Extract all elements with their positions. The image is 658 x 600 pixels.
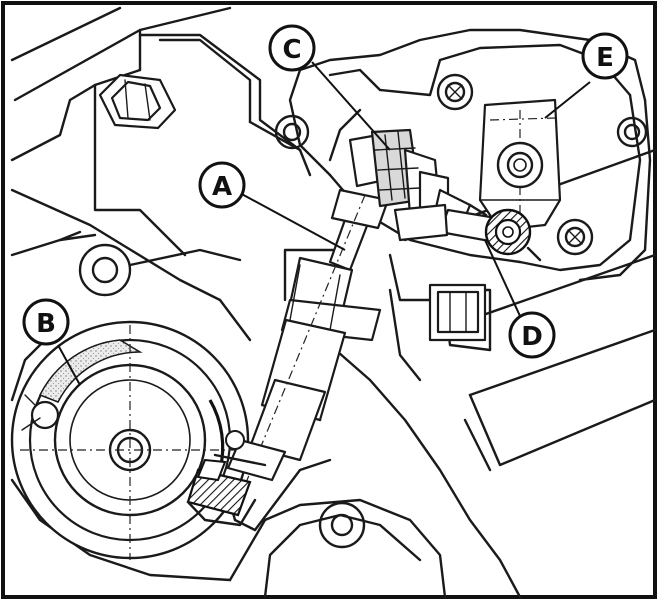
cam-wheel: [10, 320, 250, 560]
center-right-bolt: [428, 283, 487, 342]
linkage-rod: [186, 188, 390, 527]
callout-c-label: C: [282, 35, 301, 65]
leader-lines: [57, 61, 591, 386]
callout-d: D: [508, 311, 556, 359]
callout-d-label: D: [521, 322, 543, 352]
callout-a: A: [198, 161, 246, 209]
cover-holes: [274, 73, 648, 549]
callout-b: B: [22, 298, 70, 346]
lever-arm: [468, 98, 562, 262]
callout-a-label: A: [212, 172, 232, 202]
callout-b-label: B: [36, 309, 56, 339]
callout-c: C: [268, 24, 316, 72]
upper-left-bolt: [98, 73, 177, 130]
callout-e: E: [581, 32, 629, 80]
callout-e-label: E: [596, 43, 614, 73]
